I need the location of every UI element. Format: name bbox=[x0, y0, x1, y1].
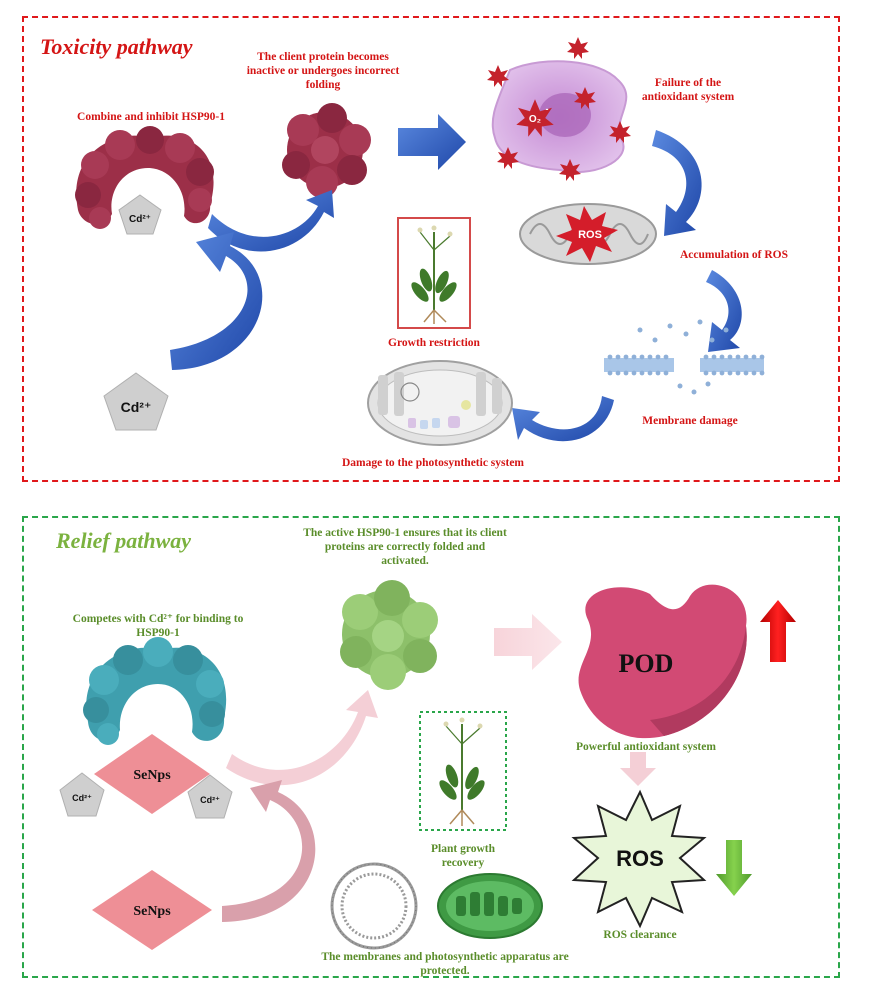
arrow-ros-to-membrane bbox=[706, 270, 742, 352]
healthy-chloroplast bbox=[437, 873, 543, 939]
growth-restriction-label: Growth restriction bbox=[388, 337, 480, 349]
competes-label: Competes with Cd²⁺ for binding to HSP90-… bbox=[72, 613, 244, 639]
hsp90-relief-protein bbox=[83, 637, 227, 745]
intact-membrane-vesicle bbox=[330, 862, 418, 950]
increase-arrow bbox=[760, 600, 796, 662]
toxicity-pathway-panel bbox=[22, 16, 840, 482]
decrease-arrow bbox=[716, 840, 752, 896]
cd-ion-left bbox=[59, 772, 105, 817]
ros-accumulation-label: Accumulation of ROS bbox=[680, 249, 788, 261]
toxicity-pathway-title: Toxicity pathway bbox=[40, 34, 193, 59]
antioxidant-failure-label: Failure of the antioxidant system bbox=[641, 77, 735, 103]
cd-ion-right bbox=[187, 774, 233, 819]
senps-bound-label: SeNps bbox=[133, 768, 171, 783]
combine-inhibit-label: Combine and inhibit HSP90-1 bbox=[77, 111, 225, 123]
arrow-pod-to-ros bbox=[620, 752, 656, 786]
o2-superscript-label: - bbox=[546, 104, 549, 114]
pod-label: POD bbox=[619, 649, 674, 678]
o2-large-label: O₂ bbox=[529, 114, 541, 125]
damaged-chloroplast bbox=[367, 360, 513, 446]
hsp90-inhibited-protein bbox=[75, 126, 214, 229]
cd-ion-bound bbox=[118, 194, 162, 235]
recovered-plant bbox=[419, 711, 507, 831]
relief-pathway-title: Relief pathway bbox=[56, 528, 192, 553]
client-protein-label: The client protein becomes inactive or u… bbox=[246, 51, 400, 91]
cd-ion-left-label: Cd²⁺ bbox=[72, 793, 92, 803]
ros-mito-label: ROS bbox=[578, 229, 602, 241]
cd-ion-free-label: Cd²⁺ bbox=[121, 399, 152, 415]
stressed-cell bbox=[491, 60, 628, 174]
arrow-senps-binding bbox=[222, 780, 316, 922]
arrow-cd-binding bbox=[170, 232, 263, 370]
senps-bound bbox=[94, 734, 210, 814]
arrow-membrane-to-photosystem bbox=[512, 396, 614, 442]
arrow-to-pod bbox=[494, 614, 562, 670]
ros-burst bbox=[571, 789, 707, 929]
cd-ion-right-label: Cd²⁺ bbox=[200, 795, 220, 805]
senps-free bbox=[92, 870, 212, 950]
membrane-damage-label: Membrane damage bbox=[642, 415, 738, 427]
damaged-membrane bbox=[604, 319, 765, 395]
arrow-hsp-to-client bbox=[208, 190, 334, 252]
arrow-cell-to-ros bbox=[652, 130, 702, 236]
membranes-protected-label: The membranes and photosynthetic apparat… bbox=[321, 951, 569, 977]
photosystem-damage-label: Damage to the photosynthetic system bbox=[341, 457, 525, 469]
restricted-plant bbox=[397, 217, 471, 329]
senps-free-label: SeNps bbox=[133, 904, 171, 919]
hsp90-active-protein bbox=[340, 580, 438, 690]
plant-recovery-label: Plant growth recovery bbox=[431, 843, 495, 869]
ros-clearance-label: ROS clearance bbox=[603, 929, 677, 941]
ros-relief-label: ROS bbox=[616, 846, 664, 871]
antioxidant-system-label: Powerful antioxidant system bbox=[576, 741, 716, 753]
cd-ion-free bbox=[103, 372, 169, 431]
misfolded-client-protein bbox=[282, 103, 371, 198]
mitochondrion-ros bbox=[519, 203, 657, 265]
active-hsp-label: The active HSP90-1 ensures that its clie… bbox=[303, 527, 507, 567]
pod-enzyme bbox=[578, 584, 747, 739]
arrow-hsp-to-active bbox=[226, 690, 378, 786]
relief-pathway-panel bbox=[22, 516, 840, 978]
cd-ion-bound-label: Cd²⁺ bbox=[129, 214, 151, 225]
arrow-to-cell bbox=[398, 114, 466, 170]
